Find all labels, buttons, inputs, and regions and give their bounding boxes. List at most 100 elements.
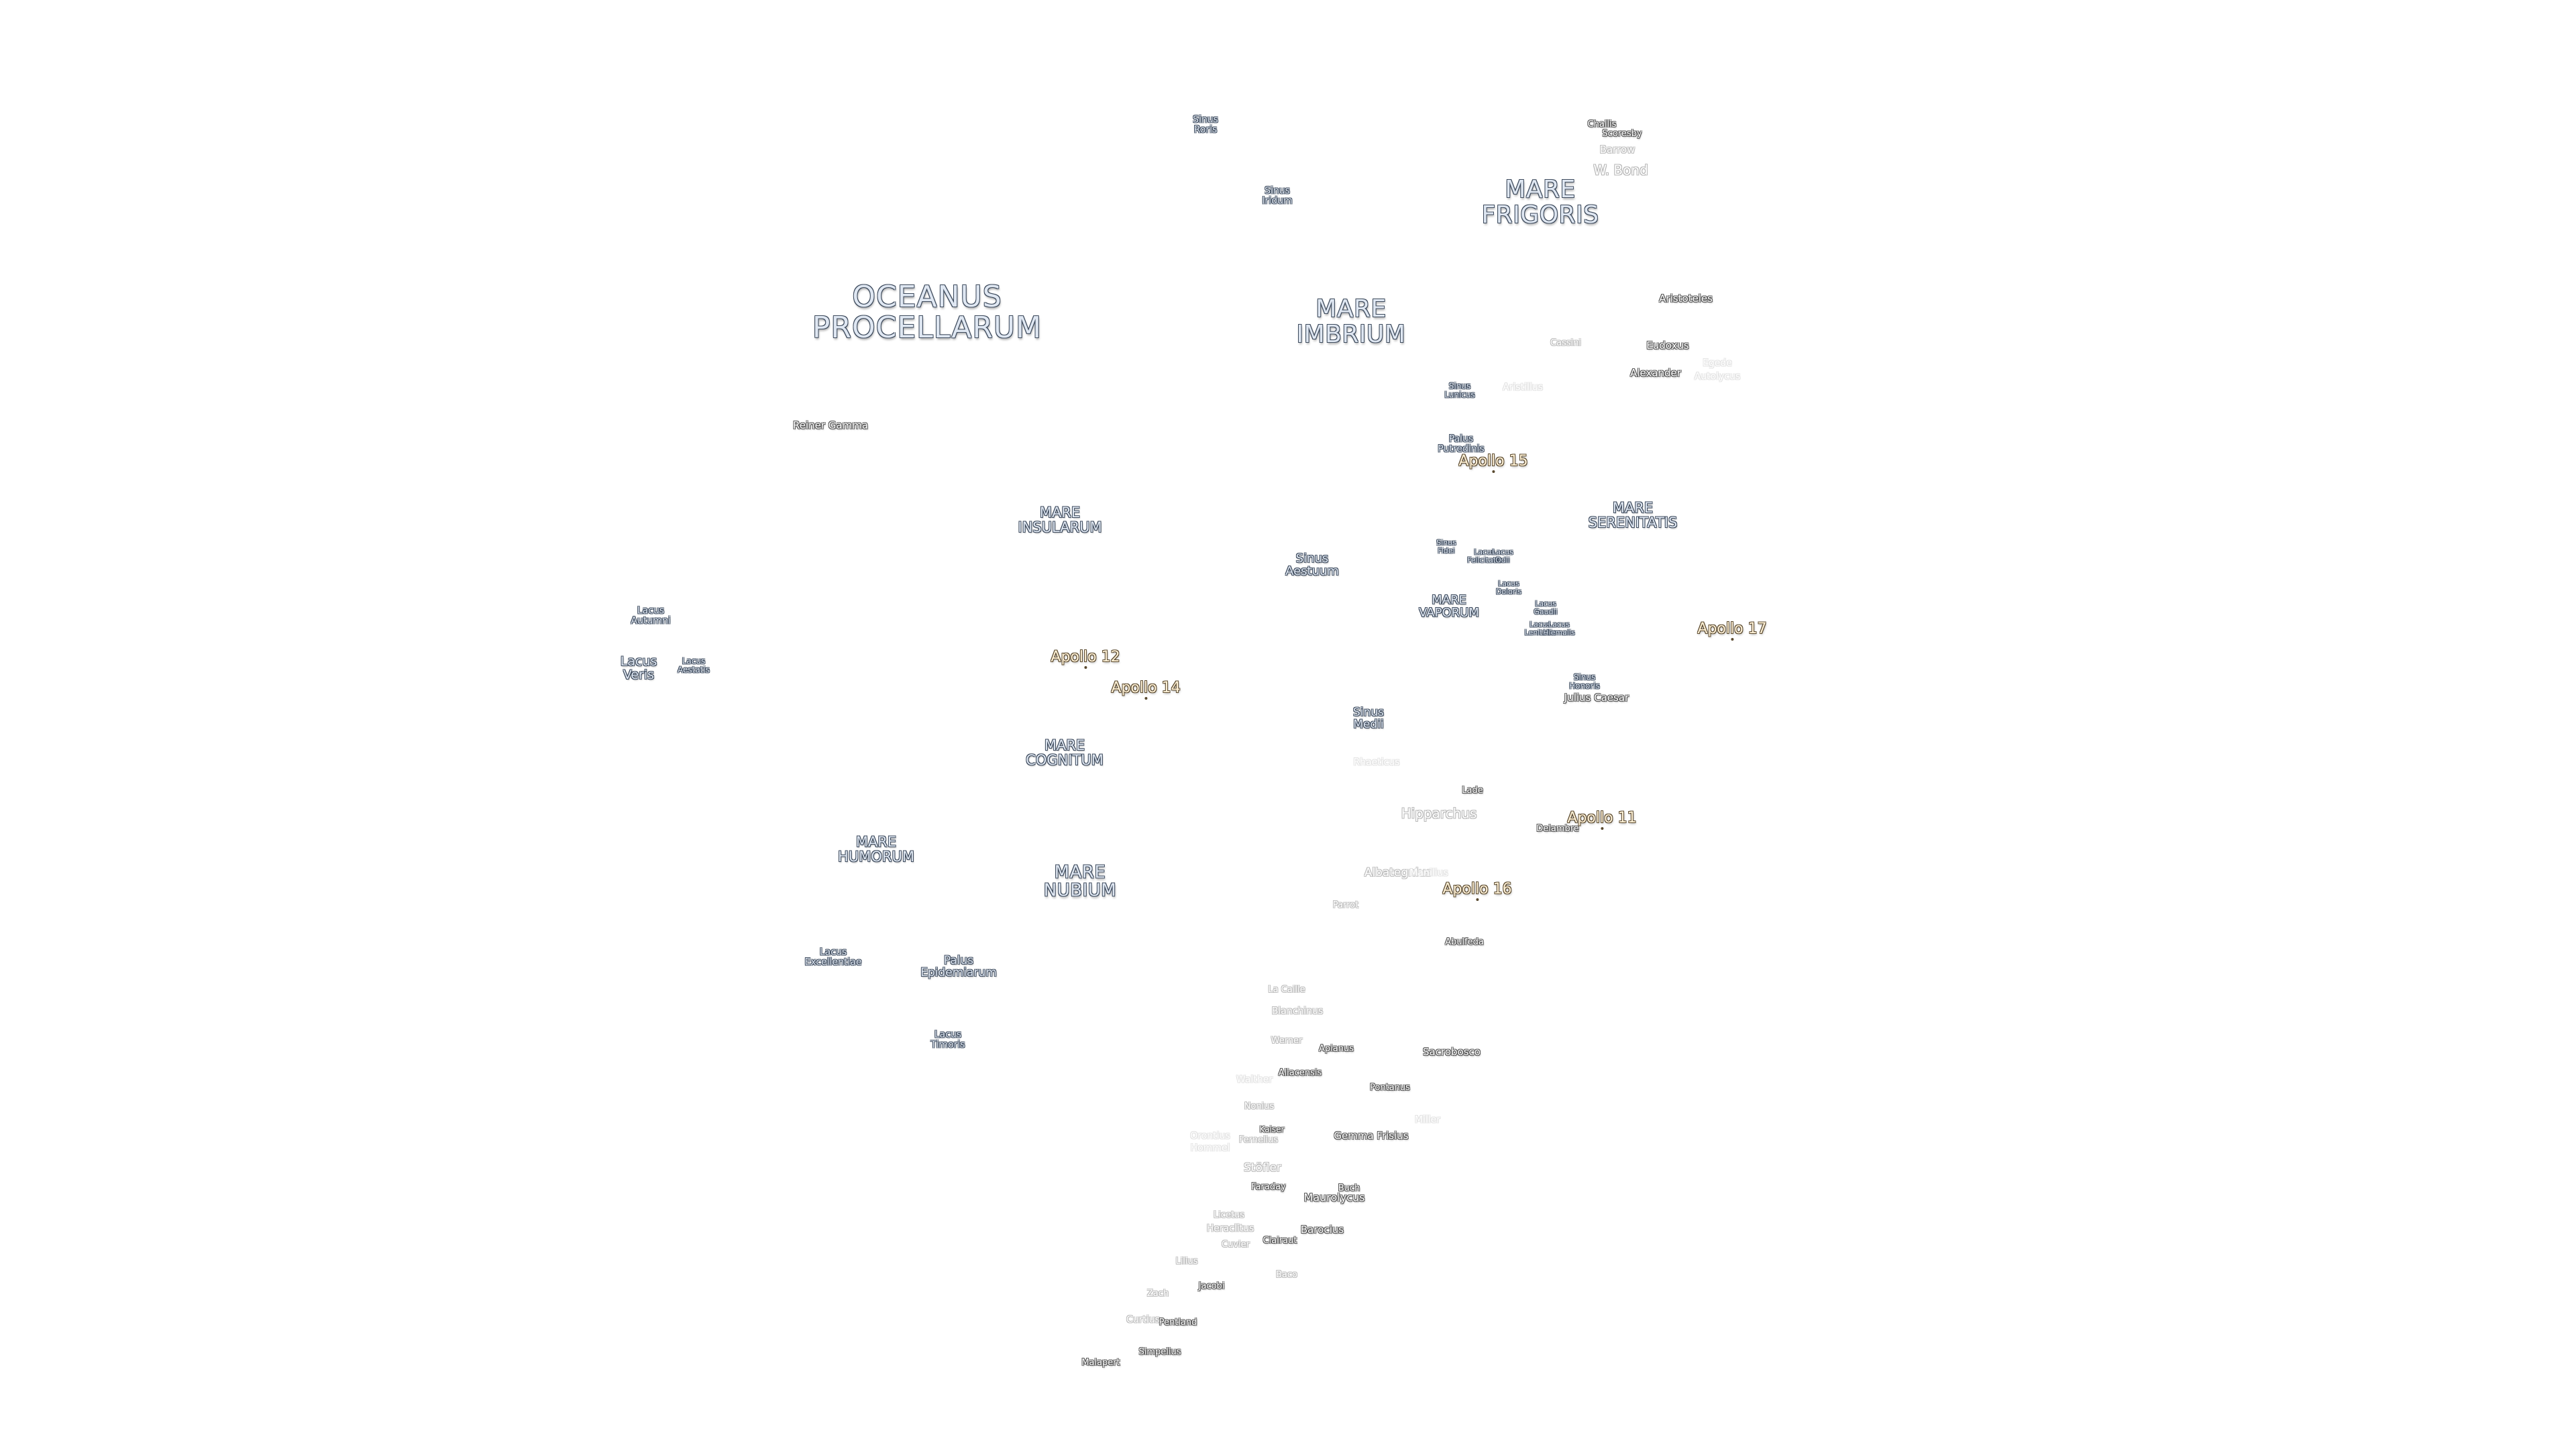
label-mare-nubium[interactable]: MARE NUBIUM bbox=[1043, 862, 1117, 901]
label-mare-vaporum[interactable]: MARE VAPORUM bbox=[1419, 593, 1479, 620]
label-crater-werner[interactable]: Werner bbox=[1271, 1036, 1303, 1046]
label-lacus-veris[interactable]: Lacus Veris bbox=[620, 654, 657, 682]
apollo-15-marker[interactable]: Apollo 15 bbox=[1458, 453, 1528, 473]
label-lacus-felicitatis[interactable]: Lacus Felicitatis bbox=[1467, 547, 1502, 564]
label-crater-challis[interactable]: Challis bbox=[1587, 119, 1617, 130]
label-palus-epidemiarum[interactable]: Palus Epidemiarum bbox=[920, 954, 997, 979]
landing-site-icon bbox=[1492, 470, 1495, 473]
landing-site-icon bbox=[1084, 666, 1087, 669]
label-crater-albategnius[interactable]: Albategnius bbox=[1364, 866, 1432, 880]
apollo-16-label: Apollo 16 bbox=[1442, 881, 1512, 898]
label-sinus-fidei[interactable]: Sinus Fidei bbox=[1436, 538, 1456, 555]
landing-site-icon bbox=[1476, 898, 1479, 901]
label-sinus-medii[interactable]: Sinus Medii bbox=[1353, 706, 1384, 731]
label-crater-julius-caesar[interactable]: Julius Caesar bbox=[1564, 692, 1629, 704]
label-lacus-lenitatis[interactable]: Lacus Lenitatis bbox=[1524, 620, 1556, 637]
label-crater-faraday[interactable]: Faraday bbox=[1251, 1182, 1286, 1193]
apollo-11-marker[interactable]: Apollo 11 bbox=[1567, 810, 1637, 830]
label-sinus-iridum[interactable]: Sinus Iridum bbox=[1262, 185, 1293, 206]
apollo-17-marker[interactable]: Apollo 17 bbox=[1697, 621, 1767, 641]
label-crater-cuvier[interactable]: Cuvier bbox=[1222, 1240, 1250, 1250]
label-crater-pentland[interactable]: Pentland bbox=[1159, 1318, 1197, 1328]
apollo-15-label: Apollo 15 bbox=[1458, 453, 1528, 470]
label-crater-lilius[interactable]: Lilius bbox=[1175, 1256, 1198, 1267]
label-crater-barrow[interactable]: Barrow bbox=[1599, 144, 1635, 156]
label-lacus-autumni[interactable]: Lacus Autumni bbox=[631, 605, 671, 626]
label-mare-insularum[interactable]: MARE INSULARUM bbox=[1018, 504, 1102, 535]
label-mare-frigoris[interactable]: MARE FRIGORIS bbox=[1481, 176, 1599, 229]
label-ghost-1[interactable]: Egede bbox=[1703, 358, 1732, 369]
label-crater-aliacensis[interactable]: Aliacensis bbox=[1278, 1068, 1322, 1079]
label-crater-eudoxus[interactable]: Eudoxus bbox=[1646, 339, 1689, 352]
label-crater-rhaeticus[interactable]: Rhaeticus bbox=[1353, 757, 1400, 768]
label-crater-la-caille[interactable]: La Caille bbox=[1268, 985, 1305, 996]
apollo-17-label: Apollo 17 bbox=[1697, 621, 1767, 637]
label-sinus-honoris[interactable]: Sinus Honoris bbox=[1569, 672, 1600, 690]
label-lacus-odii[interactable]: Lacus Odii bbox=[1492, 547, 1513, 564]
label-crater-buch[interactable]: Buch bbox=[1338, 1183, 1360, 1194]
label-crater-cassini[interactable]: Cassini bbox=[1550, 338, 1582, 349]
label-lacus-hiemalis[interactable]: Lacus Hiemalis bbox=[1543, 620, 1575, 637]
apollo-16-marker[interactable]: Apollo 16 bbox=[1442, 881, 1512, 901]
label-crater-curtius[interactable]: Curtius bbox=[1126, 1314, 1160, 1326]
label-ghost-5[interactable]: Orontius bbox=[1190, 1130, 1230, 1142]
label-sinus-lunicus[interactable]: Sinus Lunicus bbox=[1444, 381, 1475, 399]
label-sinus-aestuum[interactable]: Sinus Aestuum bbox=[1285, 551, 1339, 578]
label-lacus-gaudii[interactable]: Lacus Gaudii bbox=[1534, 599, 1558, 616]
label-crater-alexander[interactable]: Alexander bbox=[1630, 367, 1681, 380]
label-lacus-timoris[interactable]: Lacus Timoris bbox=[930, 1029, 965, 1050]
label-crater-w-bond[interactable]: W. Bond bbox=[1593, 162, 1648, 178]
label-ghost-4[interactable]: Miller bbox=[1414, 1114, 1441, 1126]
label-crater-fernelius[interactable]: Fernelius bbox=[1238, 1135, 1279, 1146]
label-sinus-roris[interactable]: Sinus Roris bbox=[1193, 114, 1218, 135]
label-crater-delambre[interactable]: Delambre bbox=[1536, 824, 1579, 835]
label-lacus-excellentiae[interactable]: Lacus Excellentiae bbox=[804, 947, 862, 967]
label-ghost-3[interactable]: Manilius bbox=[1409, 867, 1448, 879]
landing-site-icon bbox=[1601, 827, 1603, 830]
label-lacus-aestatis[interactable]: Lacus Aestatis bbox=[678, 656, 710, 674]
label-crater-licetus[interactable]: Licetus bbox=[1213, 1210, 1245, 1221]
label-crater-jacobi[interactable]: Jacobi bbox=[1198, 1281, 1225, 1292]
label-crater-parrot[interactable]: Parrot bbox=[1332, 900, 1359, 911]
label-crater-reiner-gamma[interactable]: Reiner Gamma bbox=[792, 419, 869, 432]
apollo-14-label: Apollo 14 bbox=[1111, 680, 1181, 696]
label-crater-lade[interactable]: Lade bbox=[1462, 786, 1483, 796]
apollo-11-label: Apollo 11 bbox=[1567, 810, 1637, 826]
apollo-14-marker[interactable]: Apollo 14 bbox=[1111, 680, 1181, 700]
apollo-12-marker[interactable]: Apollo 12 bbox=[1051, 649, 1120, 669]
label-crater-barocius[interactable]: Barocius bbox=[1300, 1224, 1344, 1236]
label-crater-stoefler[interactable]: Stöfler bbox=[1243, 1161, 1282, 1175]
label-crater-sacrobosco[interactable]: Sacrobosco bbox=[1423, 1046, 1481, 1059]
apollo-12-label: Apollo 12 bbox=[1051, 649, 1120, 665]
label-crater-apianus[interactable]: Apianus bbox=[1319, 1044, 1354, 1055]
label-crater-heraclitus[interactable]: Heraclitus bbox=[1206, 1223, 1254, 1234]
label-mare-imbrium[interactable]: MARE IMBRIUM bbox=[1296, 295, 1406, 348]
label-crater-gemma-frisius[interactable]: Gemma Frisius bbox=[1334, 1130, 1409, 1142]
label-mare-cognitum[interactable]: MARE COGNITUM bbox=[1026, 737, 1104, 768]
label-crater-blanchinus[interactable]: Blanchinus bbox=[1271, 1006, 1324, 1017]
label-ghost-6[interactable]: Hommel bbox=[1190, 1142, 1230, 1154]
label-crater-kaiser[interactable]: Kaiser bbox=[1259, 1124, 1285, 1134]
label-crater-hipparchus[interactable]: Hipparchus bbox=[1401, 805, 1477, 822]
label-crater-walther[interactable]: Walther bbox=[1236, 1074, 1273, 1085]
label-crater-zach[interactable]: Zach bbox=[1146, 1289, 1169, 1299]
landing-site-icon bbox=[1731, 638, 1733, 641]
label-crater-malapert[interactable]: Malapert bbox=[1081, 1358, 1120, 1368]
label-crater-aristoteles[interactable]: Aristoteles bbox=[1659, 292, 1713, 305]
label-lacus-doloris[interactable]: Lacus Doloris bbox=[1495, 579, 1522, 596]
label-crater-aristillus[interactable]: Aristillus bbox=[1503, 382, 1543, 393]
label-crater-simpelius[interactable]: Simpelius bbox=[1138, 1347, 1181, 1358]
label-crater-baco[interactable]: Baco bbox=[1276, 1270, 1297, 1281]
label-crater-pontanus[interactable]: Pontanus bbox=[1370, 1083, 1410, 1093]
label-oceanus-procellarum[interactable]: OCEANUS PROCELLARUM bbox=[812, 279, 1042, 345]
label-ghost-2[interactable]: Autolycus bbox=[1694, 371, 1741, 382]
label-crater-nonius[interactable]: Nonius bbox=[1244, 1102, 1275, 1112]
label-crater-clairaut[interactable]: Clairaut bbox=[1263, 1236, 1297, 1246]
label-palus-putredinis[interactable]: Palus Putredinis bbox=[1438, 433, 1485, 454]
label-crater-abulfeda[interactable]: Abulfeda bbox=[1445, 937, 1484, 948]
label-mare-humorum[interactable]: MARE HUMORUM bbox=[838, 833, 914, 865]
label-mare-serenitatis[interactable]: MARE SERENITATIS bbox=[1588, 499, 1678, 531]
label-crater-maurolycus[interactable]: Maurolycus bbox=[1303, 1191, 1365, 1204]
label-crater-scoresby[interactable]: Scoresby bbox=[1602, 129, 1642, 140]
